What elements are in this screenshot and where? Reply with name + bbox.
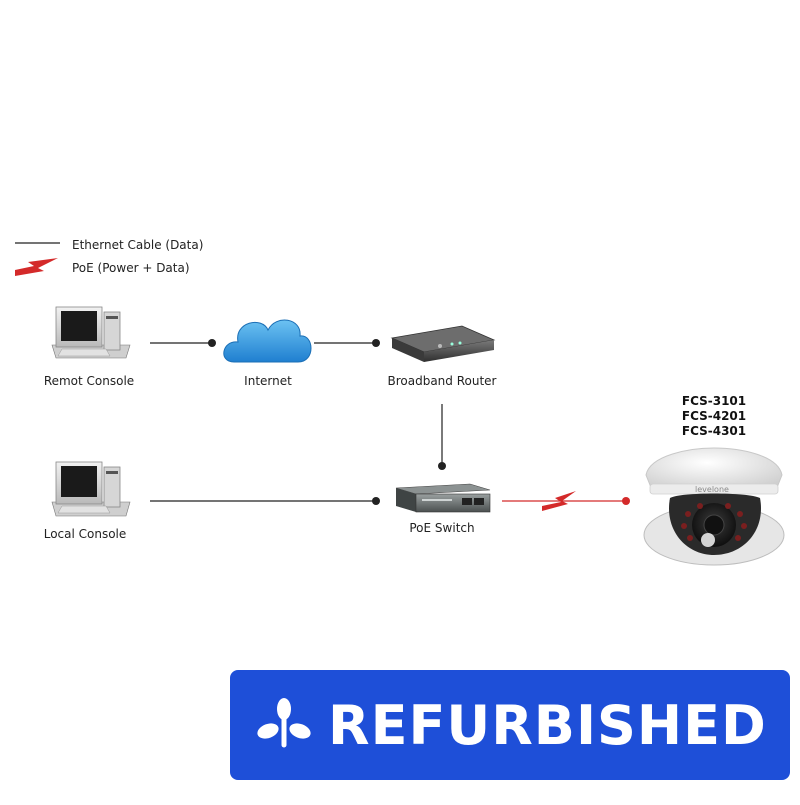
connections (150, 339, 630, 511)
camera-model-2: FCS-4201 (682, 409, 746, 423)
internet-label: Internet (244, 374, 292, 388)
ethernet-legend-label: Ethernet Cable (Data) (72, 238, 203, 252)
camera-poe-endpoint (622, 497, 630, 505)
poe-switch-icon (395, 483, 491, 513)
legend: Ethernet Cable (Data) PoE (Power + Data) (15, 238, 203, 276)
internet-to-router-endpoint (372, 339, 380, 347)
sprout-icon (257, 698, 311, 748)
local-to-switch-endpoint (372, 497, 380, 505)
poe-legend-bolt-icon (15, 258, 58, 276)
dome-camera-icon: levelone (643, 447, 785, 566)
remote-console-label: Remot Console (44, 374, 134, 388)
router-to-switch-endpoint (438, 462, 446, 470)
remote-to-internet-endpoint (208, 339, 216, 347)
poe-bolt-icon (542, 491, 576, 511)
refurbished-badge: REFURBISHED (230, 670, 790, 780)
remote-console-computer-icon (51, 306, 131, 359)
internet-cloud-icon (223, 319, 312, 363)
broadband-router-icon (390, 325, 496, 362)
poe-switch-label: PoE Switch (409, 521, 474, 535)
local-console-computer-icon (51, 461, 131, 517)
camera-brand-mark: levelone (695, 485, 729, 494)
poe-legend-label: PoE (Power + Data) (72, 261, 190, 275)
broadband-router-label: Broadband Router (388, 374, 497, 388)
camera-model-1: FCS-3101 (682, 394, 746, 408)
local-console-label: Local Console (44, 527, 127, 541)
camera-model-list: FCS-3101 FCS-4201 FCS-4301 (682, 394, 746, 438)
camera-model-3: FCS-4301 (682, 424, 746, 438)
refurbished-label: REFURBISHED (328, 693, 767, 757)
